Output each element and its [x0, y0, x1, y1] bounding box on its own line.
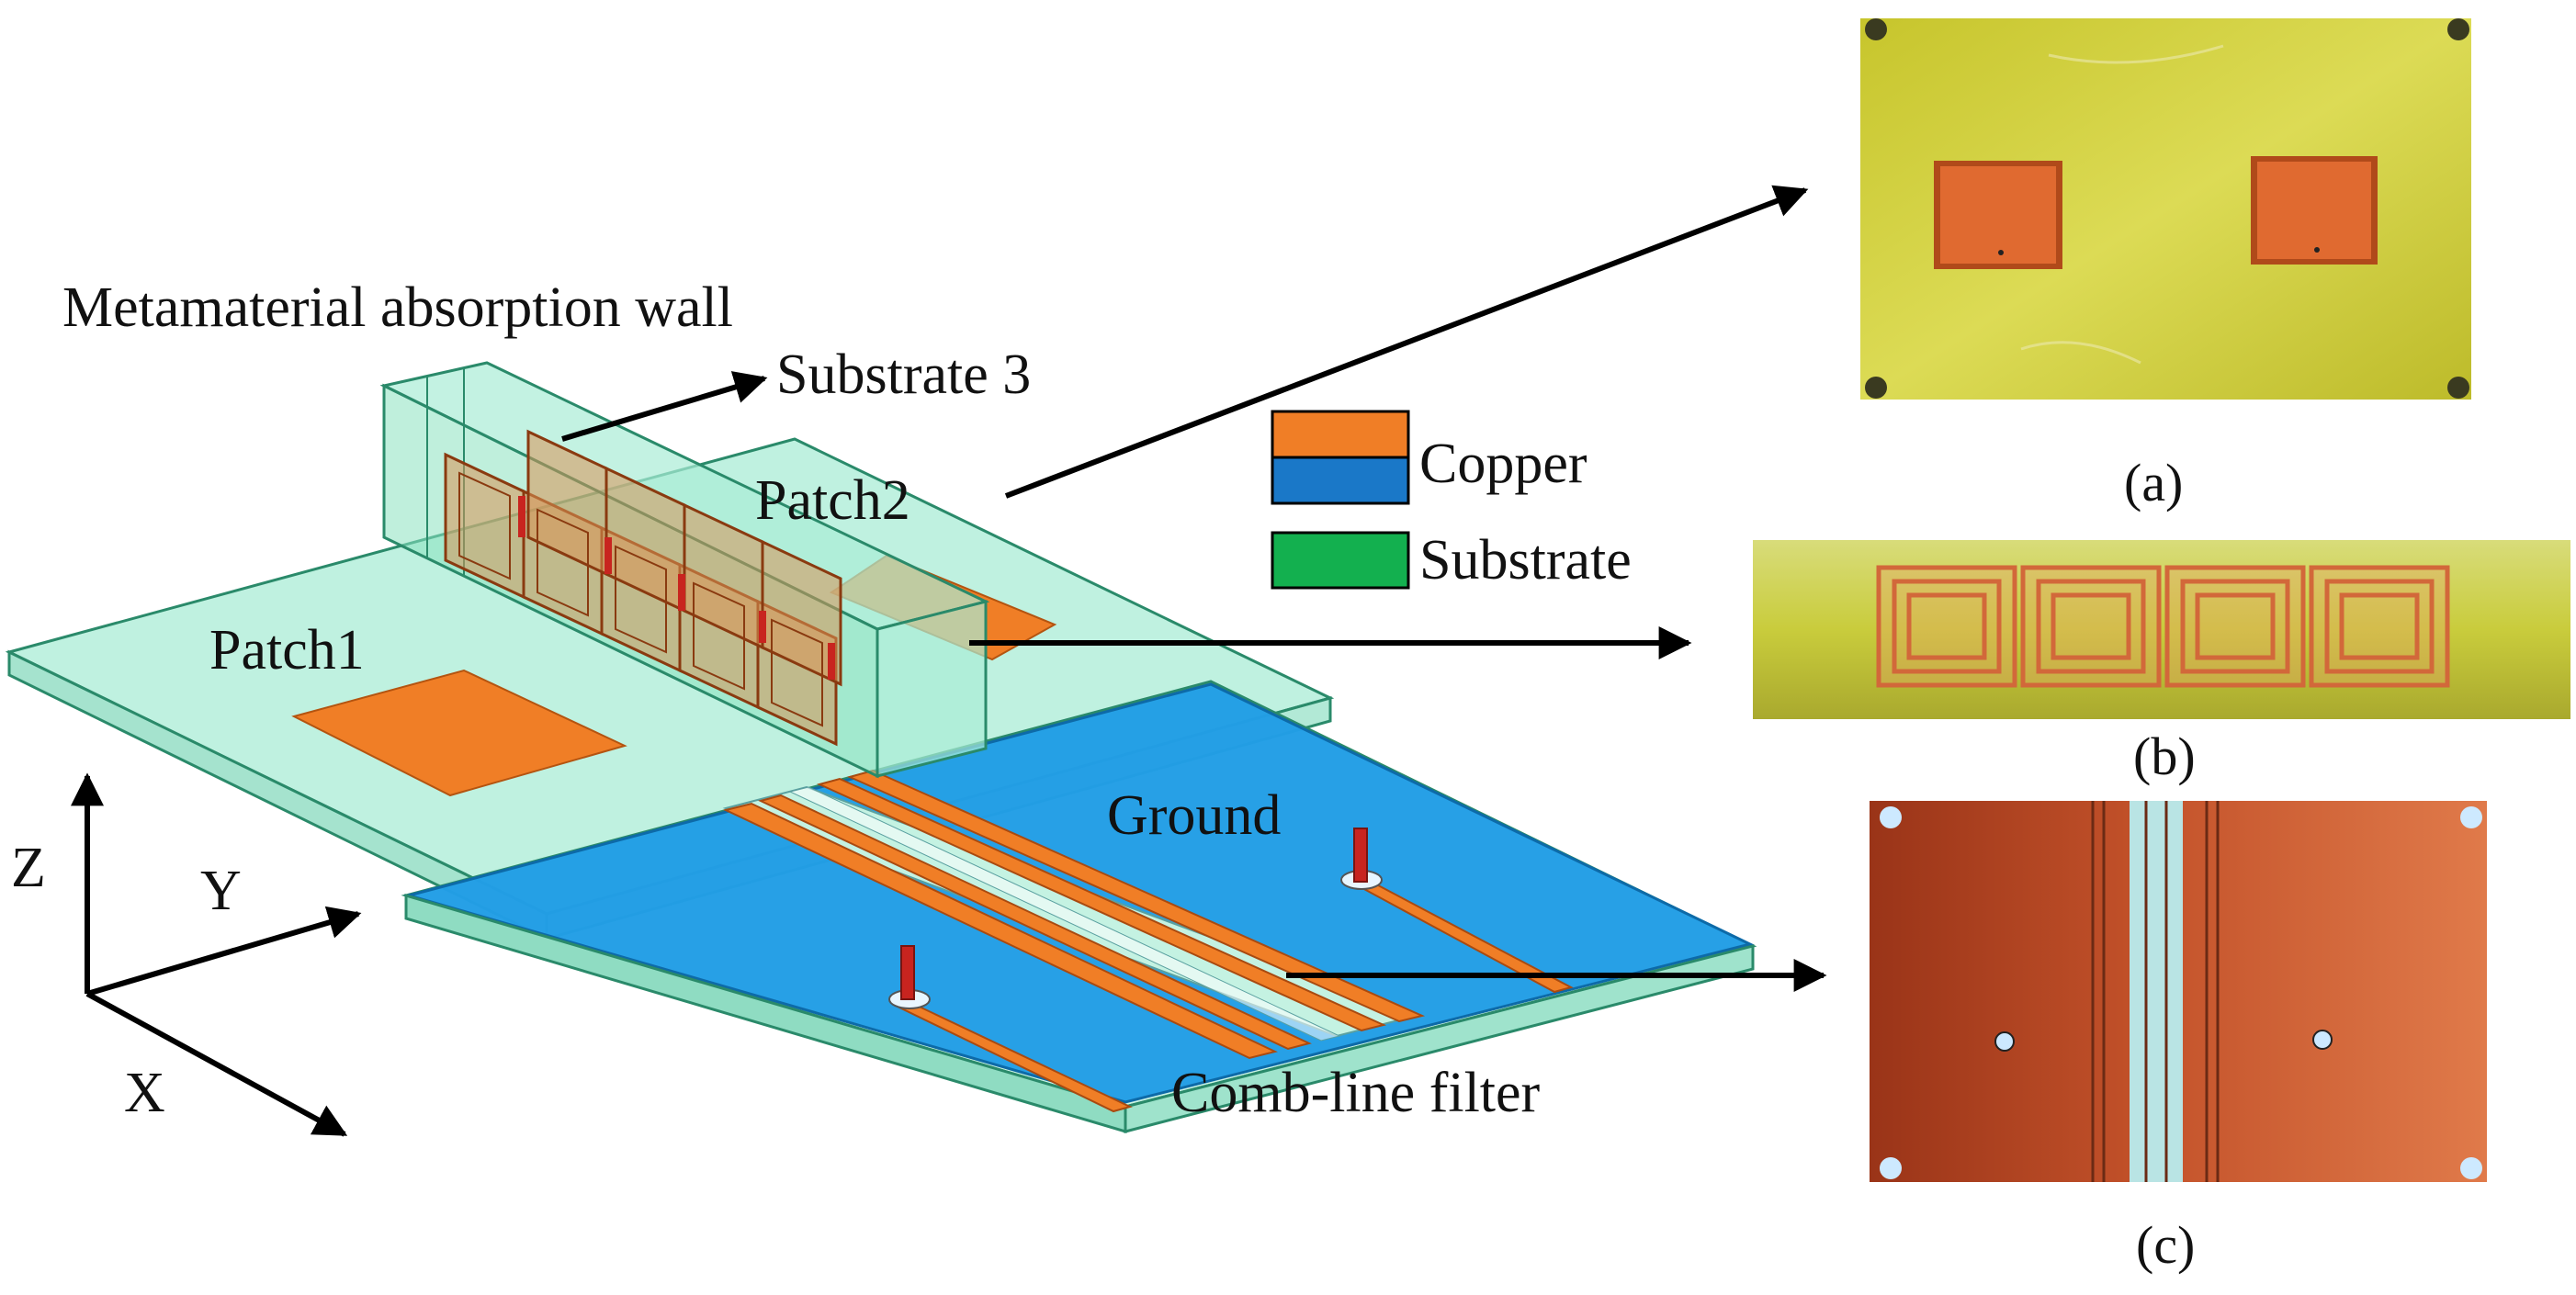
legend-label-substrate: Substrate	[1419, 529, 1632, 591]
photo-a: (a)	[1860, 18, 2471, 512]
probe-left	[900, 945, 915, 1000]
photo-b-caption: (b)	[2133, 726, 2196, 786]
label-patch1: Patch1	[209, 619, 365, 681]
photo-c-feed-left	[1994, 1031, 2015, 1052]
legend-swatch-copper-bottom	[1271, 456, 1410, 505]
photo-c-filter-slot	[2130, 801, 2183, 1182]
comb-line-filter	[722, 769, 1426, 1060]
feed-lines	[888, 828, 1574, 1113]
axis-x-line	[85, 991, 348, 1137]
pointer-to-photo-a	[1004, 185, 1809, 499]
label-absorption-wall: Metamaterial absorption wall	[62, 276, 733, 339]
label-comb-filter: Comb-line filter	[1171, 1062, 1541, 1124]
photo-a-caption: (a)	[2124, 453, 2183, 512]
srr-cells	[444, 429, 842, 747]
label-axis-z: Z	[11, 837, 46, 899]
photo-c-feed-right	[2312, 1030, 2333, 1050]
label-substrate3: Substrate 3	[776, 343, 1031, 406]
3d-model: Metamaterial absorption wall Substrate 3…	[5, 185, 1827, 1137]
legend-label-copper: Copper	[1419, 433, 1587, 495]
coordinate-axes	[71, 772, 362, 1137]
legend-swatch-copper-top	[1271, 410, 1410, 459]
photo-c: (c)	[1870, 801, 2487, 1275]
pointer-substrate3	[561, 371, 768, 442]
photo-b: (b)	[1753, 540, 2570, 786]
legend-swatch-substrate	[1271, 531, 1410, 590]
label-axis-y: Y	[200, 860, 242, 922]
probe-right	[1353, 828, 1368, 883]
label-ground: Ground	[1107, 784, 1281, 847]
pointer-lines	[561, 185, 1827, 992]
photo-b-srr-cells	[1876, 565, 2450, 688]
label-axis-x: X	[124, 1062, 165, 1124]
legend: Copper Substrate	[1271, 410, 1632, 591]
absorption-wall	[379, 361, 990, 779]
label-patch2: Patch2	[755, 469, 910, 532]
patch1-copper	[291, 669, 627, 797]
photo-c-caption: (c)	[2136, 1215, 2195, 1275]
axis-y-line	[86, 906, 362, 997]
